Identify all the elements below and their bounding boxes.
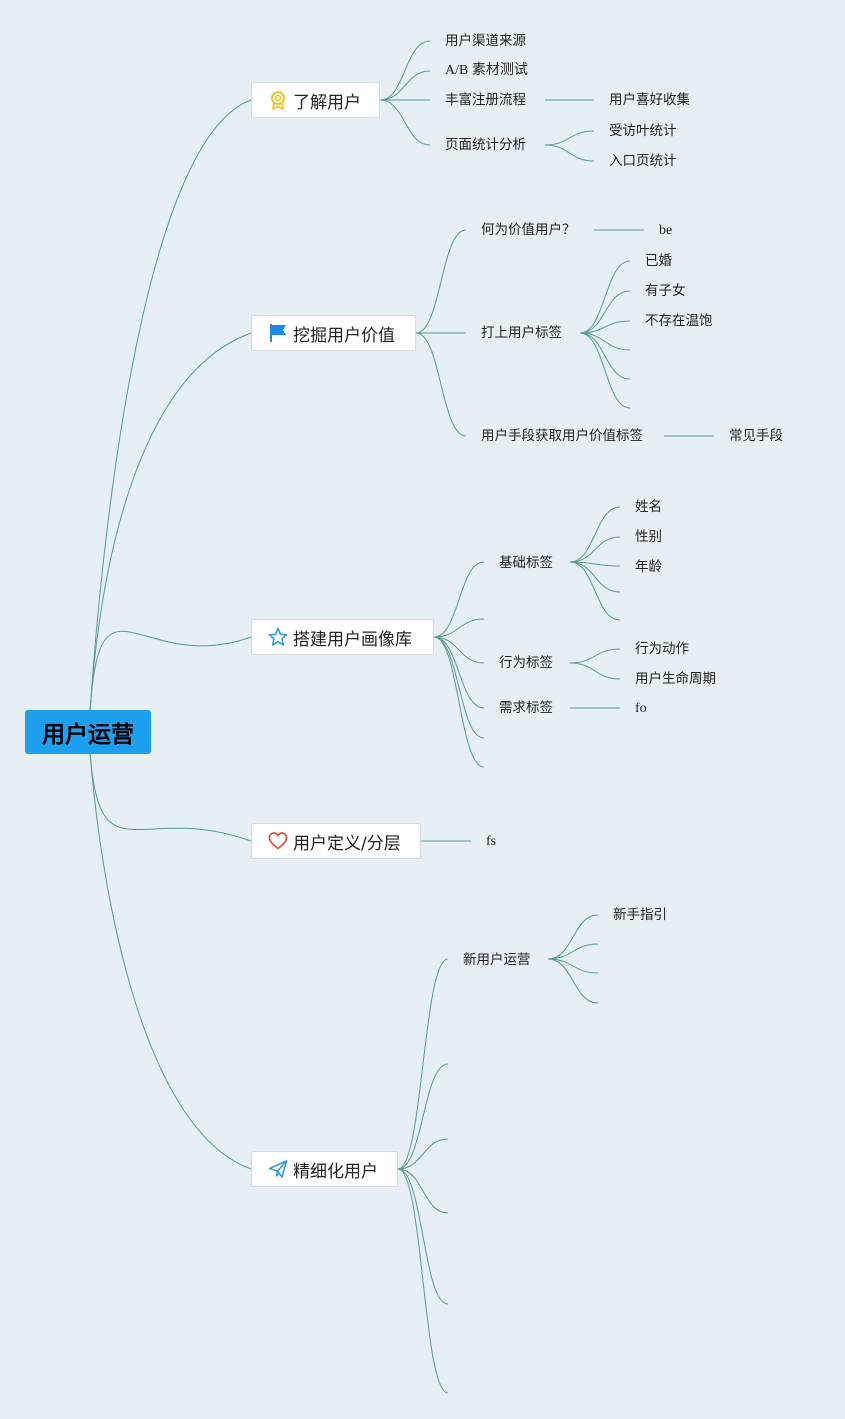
branch-node-understand-users[interactable]: 了解用户 <box>251 82 380 118</box>
branch-node-user-segmentation[interactable]: 用户定义/分层 <box>251 823 421 859</box>
subtopic-node[interactable]: 常见手段 <box>729 428 783 444</box>
branch-node-build-user-persona[interactable]: 搭建用户画像库 <box>251 619 434 655</box>
connector-line <box>547 943 599 960</box>
subtopic-node[interactable]: 不存在温饱 <box>645 313 713 329</box>
root-node[interactable]: 用户运营 <box>25 710 151 754</box>
branch-node-mine-user-value[interactable]: 挖掘用户价值 <box>251 315 416 351</box>
award-icon <box>268 90 288 110</box>
topic-node[interactable]: fs <box>486 834 497 849</box>
topic-node[interactable]: A/B 素材测试 <box>445 63 528 78</box>
connector-line <box>544 130 595 146</box>
connector-line <box>433 636 485 768</box>
subtopic-node[interactable]: 行为动作 <box>635 641 689 657</box>
topic-node[interactable]: 需求标签 <box>499 700 553 716</box>
connector-line <box>547 914 599 960</box>
subtopic-node[interactable]: 入口页统计 <box>609 153 677 169</box>
connector-line <box>569 561 621 593</box>
subtopic-node[interactable]: 受访叶统计 <box>609 123 677 139</box>
connector-line <box>579 260 631 334</box>
topic-node[interactable]: 丰富注册流程 <box>445 92 526 108</box>
topic-node[interactable]: 用户渠道来源 <box>445 33 526 49</box>
connector-line <box>433 636 485 664</box>
subtopic-node[interactable]: 新手指引 <box>613 907 667 923</box>
topic-node[interactable]: 页面统计分析 <box>445 137 526 153</box>
connector-line <box>415 332 467 437</box>
connector-line <box>544 144 595 162</box>
connector-line <box>579 320 631 334</box>
connector-line <box>397 1168 449 1214</box>
branch-node-refined-users[interactable]: 精细化用户 <box>251 1151 398 1187</box>
connector-line <box>397 1168 449 1394</box>
subtopic-node[interactable]: fo <box>635 701 647 716</box>
connector-line <box>569 561 621 621</box>
subtopic-node[interactable]: be <box>659 223 673 238</box>
connector-line <box>579 332 631 380</box>
branch-label: 精细化用户 <box>293 1161 378 1182</box>
subtopic-node[interactable]: 已婚 <box>645 253 672 269</box>
topic-node[interactable]: 用户手段获取用户价值标签 <box>481 428 643 444</box>
paper-plane-icon <box>268 1159 288 1179</box>
connector-line <box>379 99 431 146</box>
subtopic-node[interactable]: 性别 <box>635 529 662 545</box>
connector-line <box>89 630 252 713</box>
connector-line <box>433 636 485 709</box>
topic-node[interactable]: 打上用户标签 <box>481 325 562 341</box>
connector-line <box>547 958 599 974</box>
connector-line <box>579 332 631 409</box>
connector-line <box>569 648 621 664</box>
connector-line <box>547 958 599 1004</box>
connector-line <box>433 636 485 739</box>
connector-line <box>415 229 467 334</box>
connector-line <box>397 1168 449 1305</box>
connector-line <box>579 290 631 334</box>
subtopic-node[interactable]: 用户生命周期 <box>635 671 716 687</box>
connector-line <box>397 958 449 1170</box>
connector-line <box>569 536 621 563</box>
connector-line <box>569 506 621 563</box>
branch-label: 了解用户 <box>293 92 361 113</box>
branch-label: 挖掘用户价值 <box>293 325 395 346</box>
connector-line <box>397 1138 449 1170</box>
connector-line <box>579 332 631 351</box>
connector-line <box>433 618 485 638</box>
connector-line <box>89 99 252 713</box>
connector-line <box>433 561 485 638</box>
subtopic-node[interactable]: 用户喜好收集 <box>609 92 690 108</box>
connector-line <box>89 332 252 713</box>
connector-line <box>397 1063 449 1170</box>
subtopic-node[interactable]: 有子女 <box>645 283 686 299</box>
connector-line <box>89 751 252 1170</box>
branch-label: 搭建用户画像库 <box>293 629 412 650</box>
connector-line <box>569 662 621 680</box>
star-icon <box>268 627 288 647</box>
topic-node[interactable]: 何为价值用户？ <box>481 222 576 238</box>
connector-line <box>89 751 252 842</box>
connector-line <box>379 40 431 101</box>
connector-line <box>379 70 431 101</box>
subtopic-node[interactable]: 姓名 <box>635 499 662 515</box>
flag-icon <box>268 323 288 343</box>
topic-node[interactable]: 新用户运营 <box>463 952 531 968</box>
heart-icon <box>268 831 288 851</box>
topic-node[interactable]: 行为标签 <box>499 655 553 671</box>
subtopic-node[interactable]: 年龄 <box>635 559 662 575</box>
topic-node[interactable]: 基础标签 <box>499 555 553 571</box>
branch-label: 用户定义/分层 <box>293 833 401 854</box>
